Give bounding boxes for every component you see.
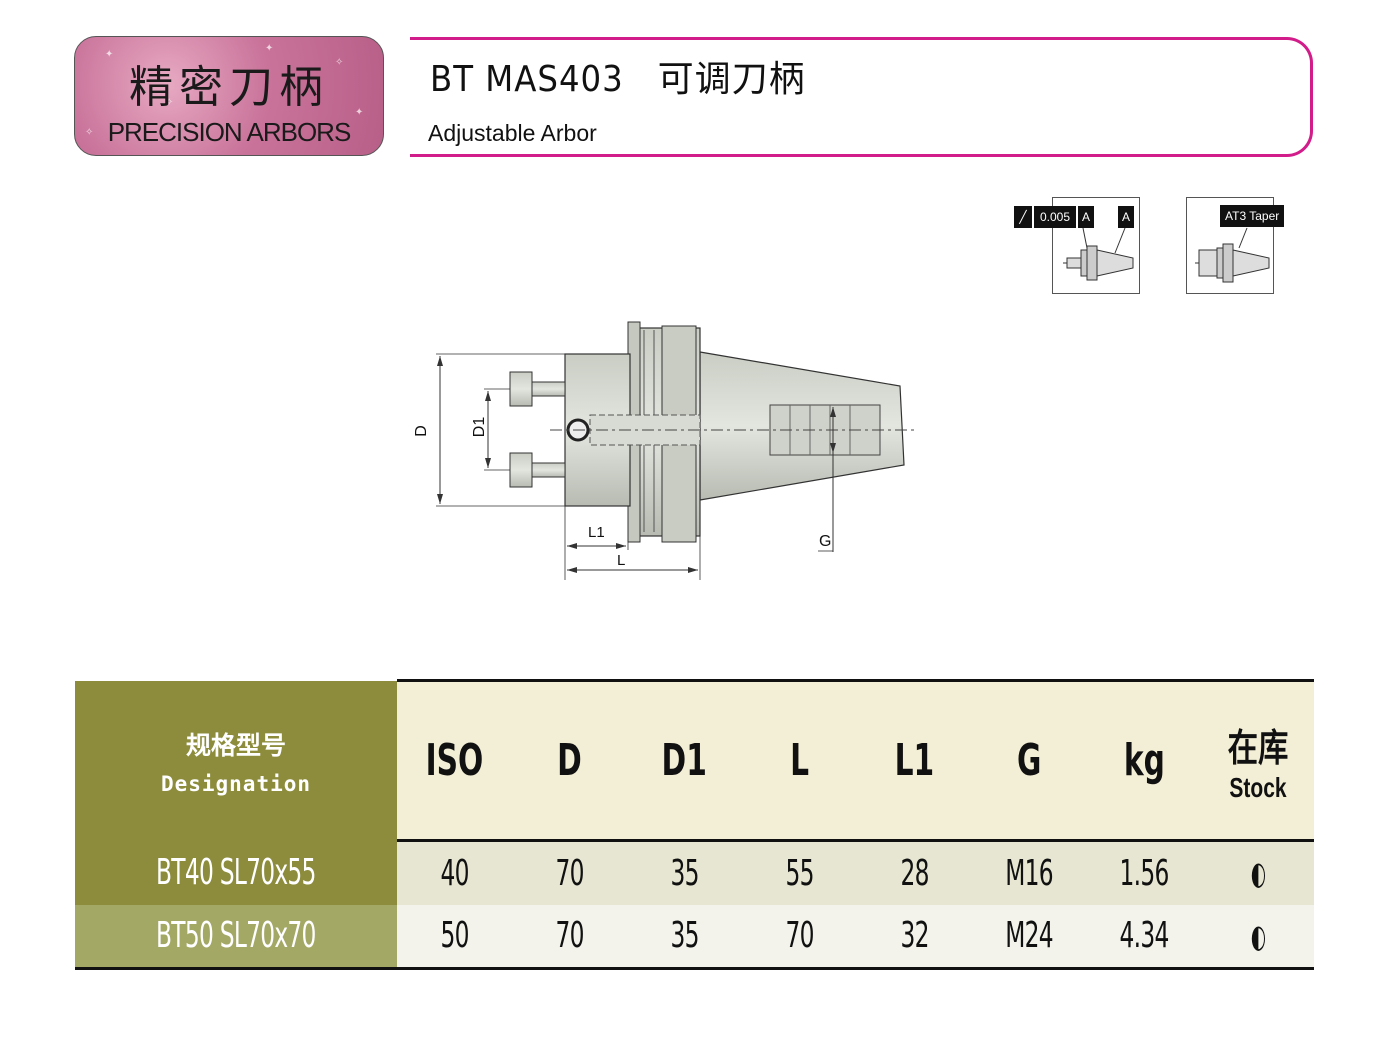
- stock-indicator-icon: ◐: [1202, 840, 1314, 905]
- brand-logo: ✦ ✧ ✦ ✧ ✦ ✧ 精密刀柄 PRECISION ARBORS: [74, 36, 384, 156]
- column-header-d: D: [512, 679, 627, 842]
- cell-iso: 50: [397, 904, 512, 970]
- logo-english-text: PRECISION ARBORS: [107, 117, 352, 147]
- cell-d1: 35: [627, 904, 742, 970]
- table-row: BT50 SL70x70 50 70 35 70 32 M24 4.34 ◐: [75, 904, 1314, 970]
- cell-kg: 4.34: [1087, 904, 1202, 970]
- dim-label-D: D: [412, 425, 430, 437]
- cell-l: 70: [742, 904, 857, 970]
- row-designation: BT50 SL70x70: [75, 904, 397, 970]
- dim-label-G: G: [819, 533, 832, 550]
- column-header-d1: D1: [627, 679, 742, 842]
- arbor-technical-drawing: D D1 L1 L G: [400, 310, 920, 605]
- dim-label-L: L: [617, 552, 626, 569]
- runout-datum: A: [1078, 206, 1094, 228]
- dim-label-L1: L1: [588, 524, 605, 541]
- column-header-g: G: [972, 679, 1087, 842]
- cell-l: 55: [742, 840, 857, 905]
- datum-marker: A: [1118, 206, 1134, 228]
- cell-l1: 32: [857, 904, 972, 970]
- runout-symbol-icon: ╱: [1014, 206, 1032, 228]
- column-header-iso: ISO: [397, 679, 512, 842]
- table-row: BT40 SL70x55 40 70 35 55 28 M16 1.56 ◐: [75, 840, 1314, 905]
- taper-label: AT3 Taper: [1220, 205, 1285, 227]
- table-header-row: 规格型号 Designation ISO D D1 L L1 G kg 在库 S…: [75, 679, 1314, 842]
- cell-d1: 35: [627, 840, 742, 905]
- title-box: BT MAS403 可调刀柄 Adjustable Arbor: [410, 37, 1313, 157]
- specification-table: 规格型号 Designation ISO D D1 L L1 G kg 在库 S…: [75, 679, 1314, 970]
- row-designation: BT40 SL70x55: [75, 840, 397, 905]
- cell-d: 70: [512, 904, 627, 970]
- cell-kg: 1.56: [1087, 840, 1202, 905]
- stock-indicator-icon: ◐: [1202, 904, 1314, 970]
- column-header-l1: L1: [857, 679, 972, 842]
- designation-header: 规格型号 Designation: [75, 680, 397, 841]
- cell-g: M16: [972, 840, 1087, 905]
- column-header-kg: kg: [1087, 679, 1202, 842]
- column-header-l: L: [742, 679, 857, 842]
- cell-g: M24: [972, 904, 1087, 970]
- page-title: BT MAS403 可调刀柄: [430, 59, 806, 100]
- dim-label-D1: D1: [471, 416, 489, 438]
- runout-tolerance-value: 0.005: [1034, 206, 1076, 228]
- cell-l1: 28: [857, 840, 972, 905]
- cell-d: 70: [512, 840, 627, 905]
- page-subtitle: Adjustable Arbor: [428, 120, 597, 146]
- stock-header: 在库 Stock: [1202, 679, 1314, 842]
- cell-iso: 40: [397, 840, 512, 905]
- logo-chinese-text: 精密刀柄: [129, 62, 329, 113]
